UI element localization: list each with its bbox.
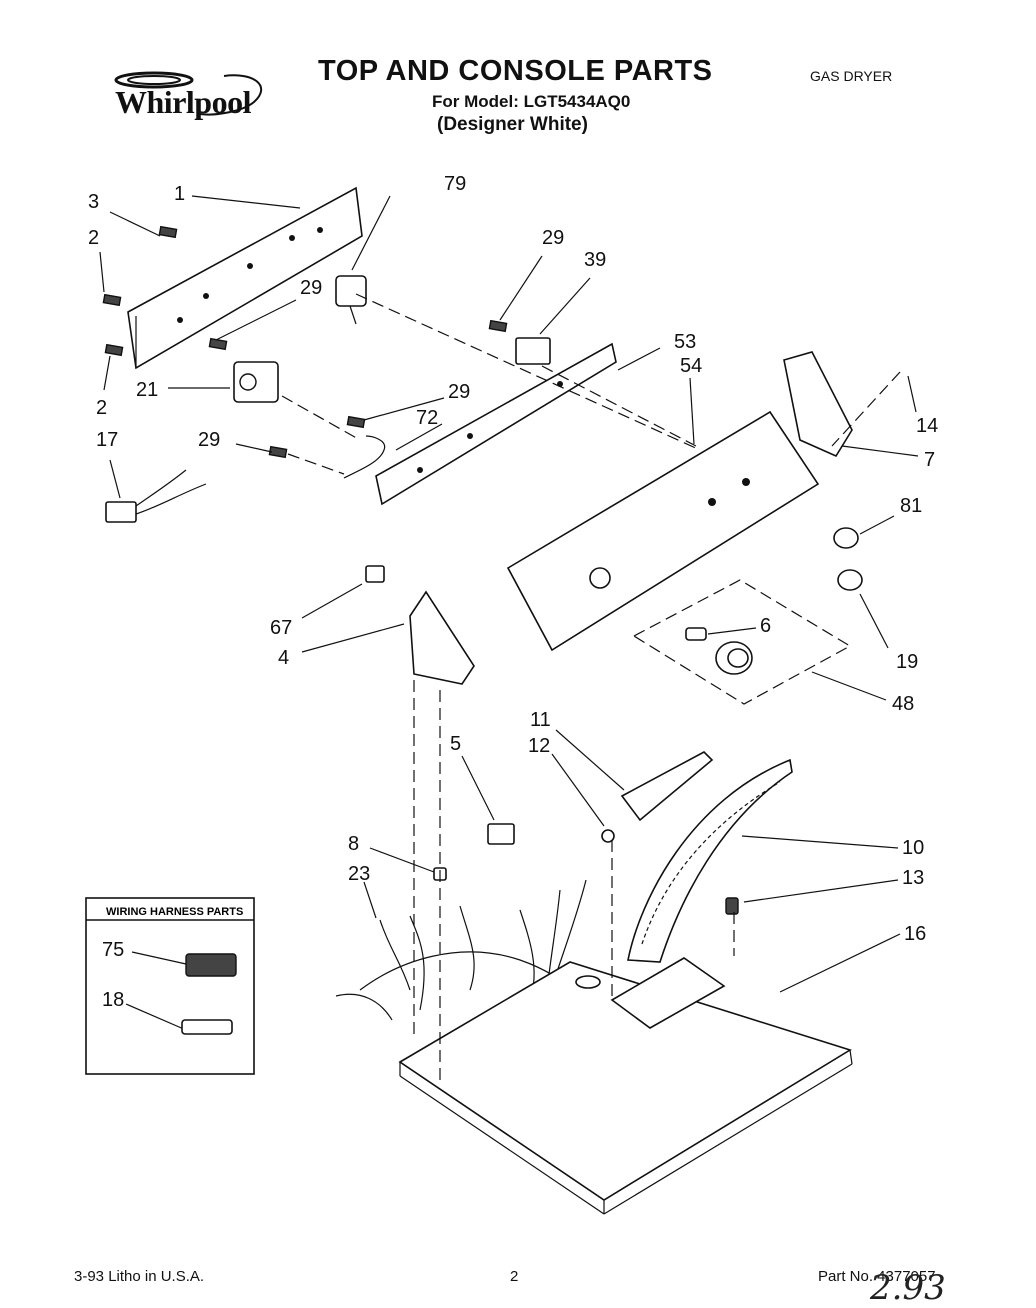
callout-17: 17 [96, 429, 118, 451]
console-panel-54 [506, 410, 820, 652]
wire-72 [343, 435, 386, 479]
callout-81: 81 [900, 495, 922, 517]
callout-53: 53 [674, 331, 696, 353]
part-5 [487, 823, 515, 845]
callout-14: 14 [916, 415, 938, 437]
callout-67: 67 [270, 617, 292, 639]
screw-13 [725, 897, 739, 915]
callout-16: 16 [904, 923, 926, 945]
end-cap-4 [409, 590, 475, 685]
callout-5: 5 [450, 733, 461, 755]
callout-79: 79 [444, 173, 466, 195]
clip-67 [365, 565, 385, 583]
callout-6: 6 [760, 615, 771, 637]
footer-part-number: Part No. 4377057 [818, 1268, 936, 1285]
callout-7: 7 [924, 449, 935, 471]
wiring-harness-23 [335, 879, 587, 1021]
callout-72: 72 [416, 407, 438, 429]
brand-logo: Whirlpool [115, 84, 251, 120]
switch-79 [335, 275, 367, 325]
end-cap-7 [783, 351, 853, 458]
callout-12: 12 [528, 735, 550, 757]
callout-8: 8 [348, 833, 359, 855]
harness-connector-75 [185, 953, 237, 977]
model-line: For Model: LGT5434AQ0 [432, 92, 631, 111]
part-39 [515, 337, 551, 365]
callout-29: 29 [448, 381, 470, 403]
callout-19: 19 [896, 651, 918, 673]
lint-door-11 [620, 751, 714, 822]
color-line: (Designer White) [437, 114, 588, 135]
wiring-harness-inset [85, 897, 255, 1075]
screw [102, 225, 508, 459]
callout-29: 29 [542, 227, 564, 249]
callout-29: 29 [198, 429, 220, 451]
dryer-top-16 [398, 957, 853, 1215]
callout-18: 18 [102, 989, 124, 1011]
callout-2: 2 [96, 397, 107, 419]
knob-48 [715, 641, 753, 675]
knob-19 [837, 569, 863, 591]
callout-75: 75 [102, 939, 124, 961]
footer-litho: 3-93 Litho in U.S.A. [74, 1268, 205, 1285]
callout-10: 10 [902, 837, 924, 859]
callout-39: 39 [584, 249, 606, 271]
whirlpool-logo-swirl [114, 71, 262, 116]
callout-54: 54 [680, 355, 702, 377]
drop-line [355, 293, 701, 451]
callout-48: 48 [892, 693, 914, 715]
lint-screen-10 [627, 758, 793, 963]
callout-3: 3 [88, 191, 99, 213]
callout-13: 13 [902, 867, 924, 889]
console-back-bracket [127, 186, 363, 370]
callout-11: 11 [530, 709, 551, 731]
callout-2: 2 [88, 227, 99, 249]
terminal-18 [181, 1019, 233, 1035]
leader-lines [99, 195, 919, 1031]
part-6 [685, 627, 707, 641]
callout-29: 29 [300, 277, 322, 299]
inset-title: WIRING HARNESS PARTS [106, 906, 243, 918]
drop-line [541, 365, 697, 447]
page-title: TOP AND CONSOLE PARTS [318, 55, 713, 87]
callout-1: 1 [174, 183, 185, 205]
knob-81 [833, 527, 859, 549]
callout-4: 4 [278, 647, 289, 669]
callout-23: 23 [348, 863, 370, 885]
callout-21: 21 [136, 379, 158, 401]
drop-line [831, 371, 901, 447]
part-12 [601, 829, 615, 843]
product-type: GAS DRYER [810, 68, 893, 84]
console-rail-53 [375, 342, 617, 506]
footer-page-number: 2 [510, 1268, 519, 1285]
timer-21 [233, 361, 279, 403]
handwritten-date: 2.93 [870, 1268, 946, 1308]
drop-line [287, 453, 345, 475]
connector-17 [105, 469, 207, 523]
drop-line [281, 395, 361, 441]
